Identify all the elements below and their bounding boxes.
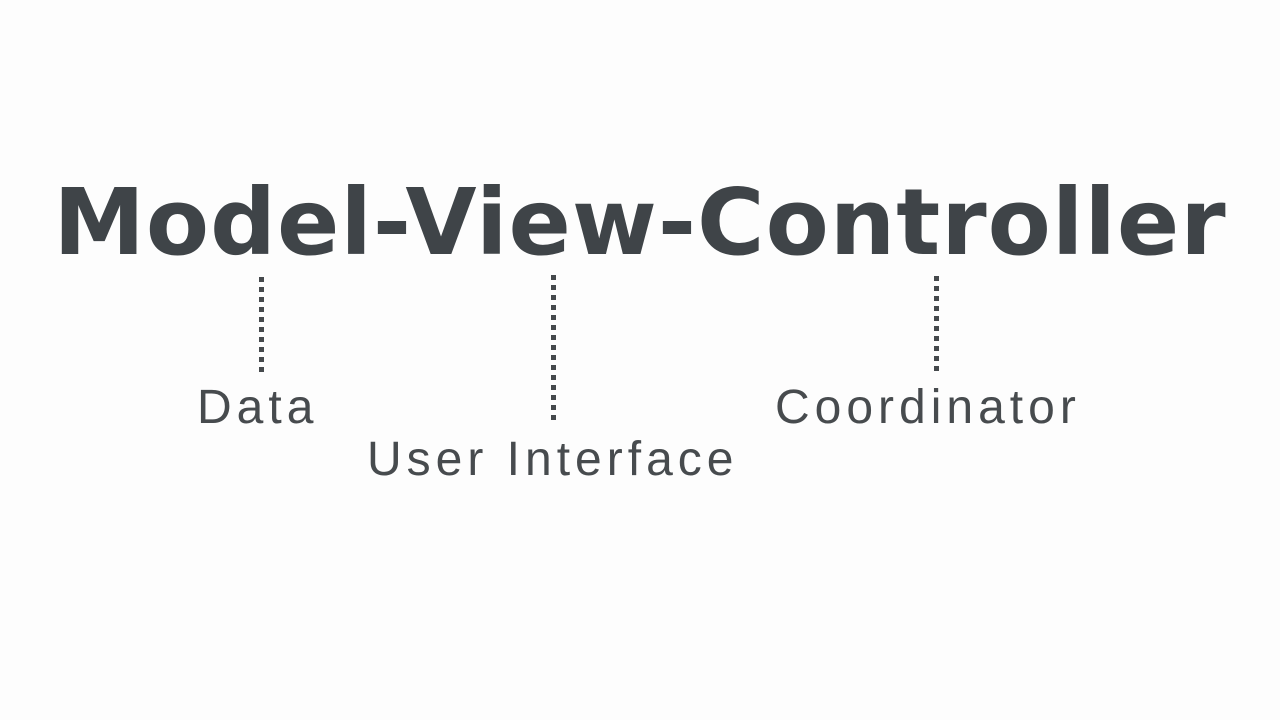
- model-connector-dotted-line: [259, 277, 264, 372]
- view-annotation-label: User Interface: [367, 433, 739, 486]
- controller-annotation-label: Coordinator: [775, 381, 1081, 434]
- view-connector-dotted-line: [551, 275, 556, 420]
- page-title: Model-View-Controller: [53, 169, 1227, 276]
- model-annotation-label: Data: [197, 381, 319, 434]
- controller-connector-dotted-line: [934, 276, 939, 371]
